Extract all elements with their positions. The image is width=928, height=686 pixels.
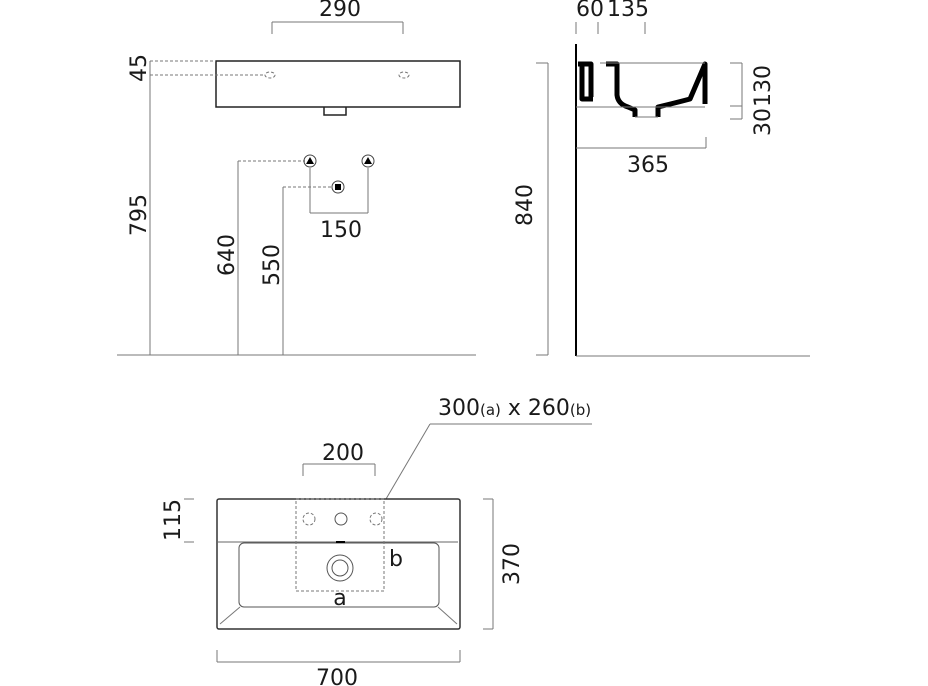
drain-front xyxy=(323,107,347,116)
drain-icon xyxy=(326,554,354,582)
dim-795: 795 xyxy=(127,194,152,236)
dim-370: 370 xyxy=(500,543,525,585)
dim-30: 30 xyxy=(751,108,776,136)
dim-840: 840 xyxy=(513,184,538,226)
top-view: 300(a) x 260(b) 200 a b 115 370 700 xyxy=(161,396,592,686)
side-view: 60 135 130 30 365 840 xyxy=(513,0,810,357)
supply-left-icon xyxy=(306,157,314,164)
dim-290: 290 xyxy=(319,0,361,22)
tap-hole xyxy=(334,512,348,526)
dim-115: 115 xyxy=(161,499,186,541)
cutout-label: 300(a) x 260(b) xyxy=(438,396,591,421)
waste-icon xyxy=(335,184,341,190)
dim-200: 200 xyxy=(322,441,364,466)
dim-365: 365 xyxy=(627,153,669,178)
dim-45: 45 xyxy=(127,54,152,82)
dim-550: 550 xyxy=(260,244,285,286)
dim-700: 700 xyxy=(316,666,358,686)
basin-front xyxy=(215,60,461,108)
dim-640: 640 xyxy=(215,234,240,276)
label-b: b xyxy=(389,547,403,572)
dim-130: 130 xyxy=(751,65,776,107)
dim-150: 150 xyxy=(320,218,362,243)
dim-60: 60 xyxy=(576,0,604,22)
front-view: 290 45 795 640 550 150 xyxy=(117,0,476,356)
dim-135: 135 xyxy=(607,0,649,22)
label-a: a xyxy=(333,586,346,611)
supply-right-icon xyxy=(364,157,372,164)
